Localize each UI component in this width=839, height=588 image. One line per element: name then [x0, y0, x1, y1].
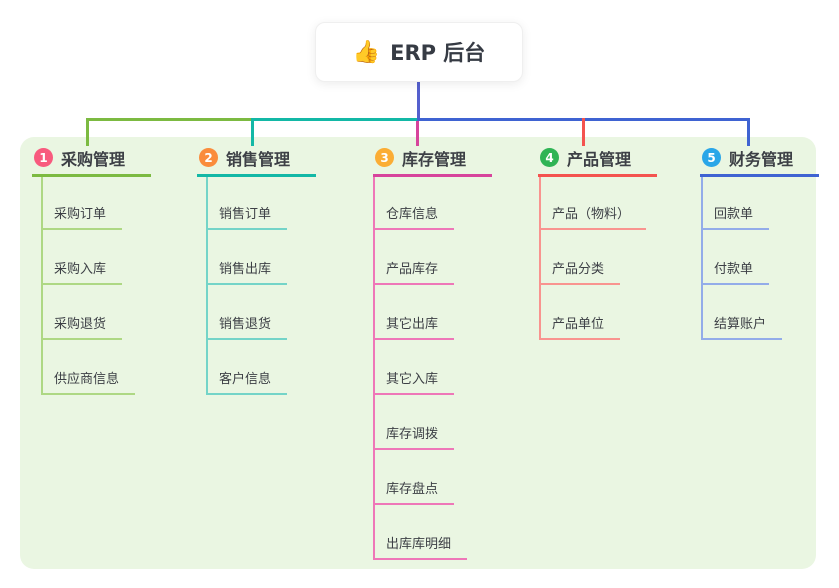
- child-node[interactable]: 回款单: [701, 200, 770, 230]
- branch-number-badge: 3: [375, 148, 394, 167]
- child-node[interactable]: 产品库存: [373, 255, 455, 285]
- branch-label: 采购管理: [61, 149, 126, 169]
- child-node[interactable]: 其它入库: [373, 365, 455, 395]
- child-node[interactable]: 库存调拨: [373, 420, 455, 450]
- branch-label: 产品管理: [567, 149, 632, 169]
- child-node[interactable]: 产品单位: [539, 310, 621, 340]
- branch-header-3[interactable]: 3 库存管理: [373, 146, 492, 177]
- child-node[interactable]: 其它出库: [373, 310, 455, 340]
- child-node[interactable]: 付款单: [701, 255, 770, 285]
- branch-trunk-line: [373, 177, 375, 560]
- child-node[interactable]: 结算账户: [701, 310, 783, 340]
- connector-root-line: [417, 82, 420, 121]
- branch-trunk-line: [206, 177, 208, 395]
- connector-drop-3: [416, 121, 419, 146]
- branch-header-2[interactable]: 2 销售管理: [197, 146, 316, 177]
- root-label: ERP 后台: [390, 41, 486, 65]
- child-node[interactable]: 产品（物料）: [539, 200, 647, 230]
- child-node[interactable]: 采购退货: [41, 310, 123, 340]
- branch-number-badge: 2: [199, 148, 218, 167]
- branch-header-4[interactable]: 4 产品管理: [538, 146, 657, 177]
- child-node[interactable]: 客户信息: [206, 365, 288, 395]
- child-node[interactable]: 采购入库: [41, 255, 123, 285]
- connector-drop-2: [251, 118, 254, 146]
- branch-trunk-line: [701, 177, 703, 340]
- branch-label: 库存管理: [402, 149, 467, 169]
- branch-header-5[interactable]: 5 财务管理: [700, 146, 819, 177]
- child-node[interactable]: 仓库信息: [373, 200, 455, 230]
- branch-number-badge: 1: [34, 148, 53, 167]
- branch-number-badge: 5: [702, 148, 721, 167]
- branch-trunk-line: [41, 177, 43, 395]
- branch-number-badge: 4: [540, 148, 559, 167]
- thumbs-up-icon: 👍: [352, 39, 381, 65]
- branch-label: 销售管理: [226, 149, 291, 169]
- connector-drop-1: [86, 118, 89, 146]
- connector-drop-5: [747, 118, 750, 146]
- connector-bus-segment-2: [252, 118, 419, 121]
- child-node[interactable]: 销售出库: [206, 255, 288, 285]
- connector-bus-segment-1: [86, 118, 254, 121]
- child-node[interactable]: 出库库明细: [373, 530, 468, 560]
- branch-trunk-line: [539, 177, 541, 340]
- child-node[interactable]: 销售订单: [206, 200, 288, 230]
- branch-label: 财务管理: [729, 149, 794, 169]
- child-node[interactable]: 库存盘点: [373, 475, 455, 505]
- mindmap-canvas: [20, 137, 816, 569]
- child-node[interactable]: 产品分类: [539, 255, 621, 285]
- child-node[interactable]: 供应商信息: [41, 365, 136, 395]
- root-node[interactable]: 👍 ERP 后台: [315, 22, 523, 82]
- child-node[interactable]: 采购订单: [41, 200, 123, 230]
- connector-drop-4: [582, 118, 585, 146]
- branch-header-1[interactable]: 1 采购管理: [32, 146, 151, 177]
- child-node[interactable]: 销售退货: [206, 310, 288, 340]
